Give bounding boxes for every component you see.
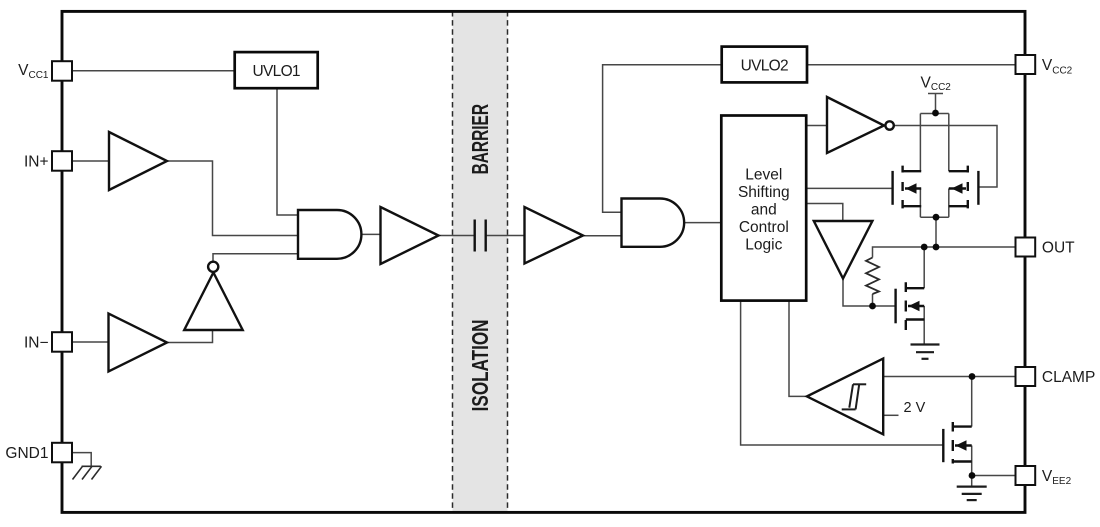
svg-text:IN−: IN−: [24, 334, 49, 351]
svg-text:Shifting: Shifting: [738, 184, 790, 201]
svg-text:Control: Control: [739, 219, 789, 236]
svg-text:CLAMP: CLAMP: [1042, 369, 1095, 386]
svg-text:BARRIER: BARRIER: [468, 104, 494, 174]
svg-text:UVLO1: UVLO1: [253, 63, 300, 80]
svg-text:ISOLATION: ISOLATION: [469, 319, 494, 411]
svg-text:Level: Level: [745, 167, 782, 184]
svg-text:2 V: 2 V: [904, 400, 926, 416]
svg-text:and: and: [751, 202, 777, 219]
svg-text:UVLO2: UVLO2: [741, 58, 788, 75]
svg-text:IN+: IN+: [24, 153, 49, 170]
svg-text:Logic: Logic: [745, 237, 782, 254]
svg-text:OUT: OUT: [1042, 239, 1075, 256]
svg-text:GND1: GND1: [5, 445, 48, 462]
